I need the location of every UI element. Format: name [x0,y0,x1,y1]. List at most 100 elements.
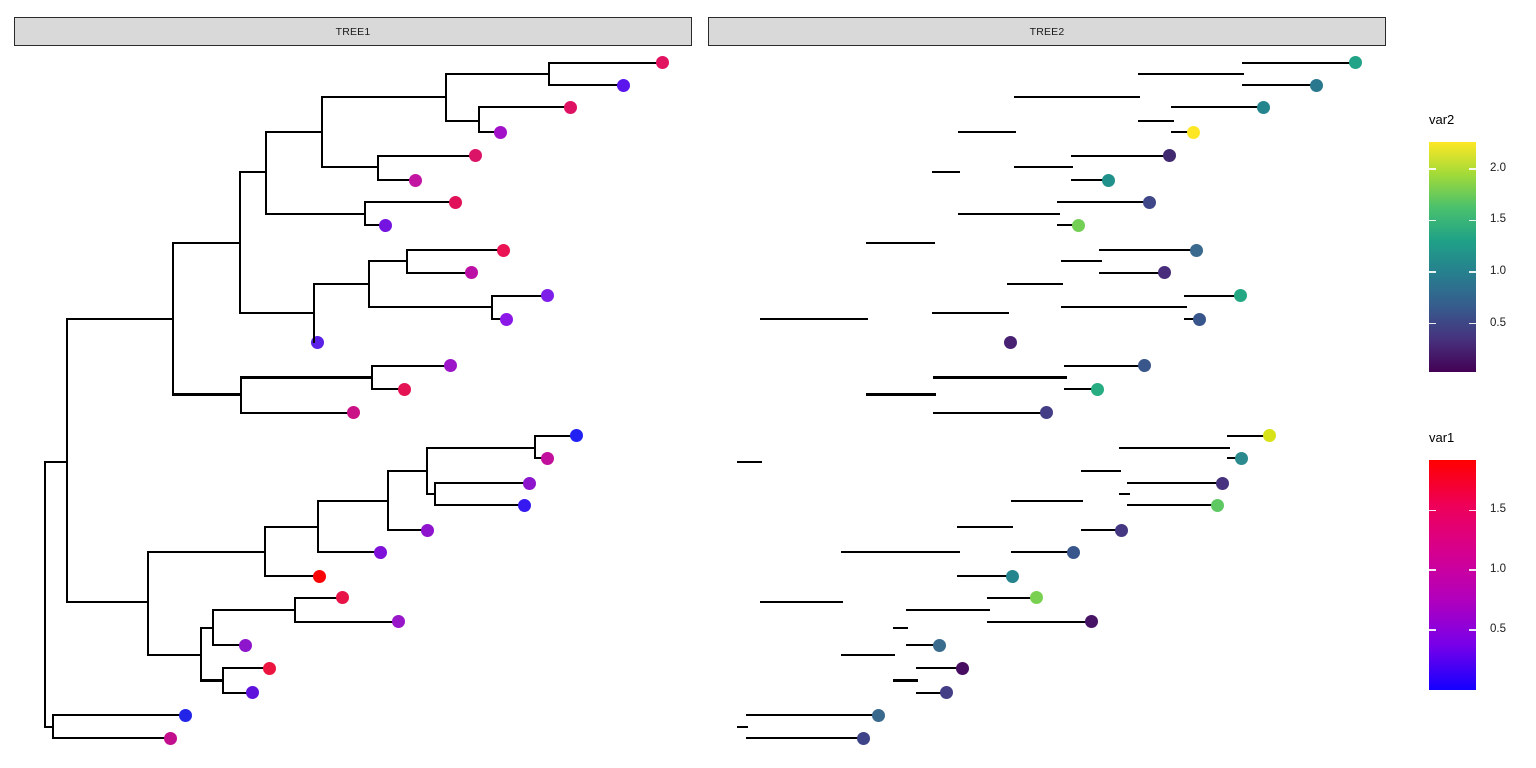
branch-segment [477,106,572,109]
tip-node [397,382,411,396]
legend-tick-mark [1469,509,1476,512]
branch-segment [425,493,437,496]
legend-tick-mark [1429,322,1436,325]
tip-node [444,359,458,373]
branch-segment [433,503,526,507]
branch-segment [533,434,578,437]
legend-tick-mark [1429,219,1436,222]
branch-segment [43,725,55,728]
legend-tick-mark [1469,168,1476,170]
tip-node [655,56,669,70]
branch-segment [363,223,387,227]
branch-segment [293,620,400,623]
branch-segment [932,171,961,174]
tip-node [517,498,531,512]
tip-node [1349,56,1362,70]
branch-segment [865,242,935,245]
branch-segment [1241,61,1357,64]
branch-segment [212,608,297,612]
legend-tick-label: 0.5 [1490,316,1506,329]
branch-segment [212,643,247,647]
branch-segment [759,317,868,320]
tip-node [1006,569,1019,583]
branch-segment [147,550,267,553]
tip-node [1158,266,1171,280]
branch-segment [264,130,323,133]
branch-segment [1138,119,1174,122]
branch-segment [1057,201,1151,204]
branch-segment [1014,165,1073,168]
facet-strip-label: TREE1 [335,25,371,38]
tip-node [408,173,422,187]
branch-segment [1010,551,1075,554]
legend-tick-label: 1.5 [1490,503,1506,516]
branch-segment [370,364,452,367]
legend-title: var1 [1429,430,1455,445]
branch-segment [363,201,457,204]
branch-segment [987,620,1093,623]
branch-segment [147,550,150,657]
branch-segment [387,469,428,472]
branch-segment [313,283,370,286]
branch-segment [43,460,69,463]
branch-segment [320,95,447,98]
legend-tick-mark [1469,322,1476,325]
branch-segment [320,165,380,168]
branch-segment [52,713,187,717]
branch-segment [367,260,370,309]
branch-segment [533,434,537,460]
legend-tick-mark [1429,271,1436,273]
tip-node [1029,591,1043,605]
branch-segment [444,72,447,122]
branch-segment [1080,469,1122,472]
branch-segment [548,83,625,87]
branch-segment [425,446,537,449]
branch-segment [745,737,865,740]
branch-segment [1171,131,1195,134]
legend-tick-label: 1.0 [1490,264,1506,277]
tip-node [1234,451,1248,465]
tip-node [262,661,276,675]
branch-segment [222,667,271,670]
tip-node [939,686,953,700]
tip-node [857,731,870,745]
branch-segment [1127,503,1219,507]
tip-node [493,125,507,139]
branch-segment [1127,482,1224,485]
legend-tick-mark [1469,219,1476,222]
branch-segment [263,525,267,578]
tip-node [1072,218,1085,232]
legend-var1-colorbar [1429,460,1476,690]
branch-segment [958,130,1017,133]
branch-segment [238,171,242,315]
branch-segment [905,608,990,612]
branch-segment [548,61,551,87]
branch-segment [52,737,172,740]
branch-segment [313,283,316,344]
branch-segment [737,460,762,463]
tip-node [178,708,192,722]
tip-node [373,545,387,559]
tip-node [1004,335,1017,349]
legend-tick-mark [1429,569,1436,571]
branch-segment [405,271,473,274]
tip-node [1263,429,1276,443]
branch-segment [1080,528,1123,532]
branch-segment [263,574,321,578]
legend-tick-mark [1469,271,1476,273]
branch-segment [199,679,225,682]
tip-node [464,266,478,280]
branch-segment [745,713,880,717]
branch-segment [263,525,320,528]
legend-tick-label: 2.0 [1490,161,1506,174]
branch-segment [264,212,367,215]
branch-segment [370,364,374,391]
branch-segment [317,551,382,554]
legend-tick-label: 1.5 [1490,213,1506,226]
branch-segment [987,596,1038,599]
branch-segment [933,376,1067,379]
branch-segment [958,212,1060,215]
branch-segment [1010,499,1083,503]
branch-segment [490,294,494,321]
